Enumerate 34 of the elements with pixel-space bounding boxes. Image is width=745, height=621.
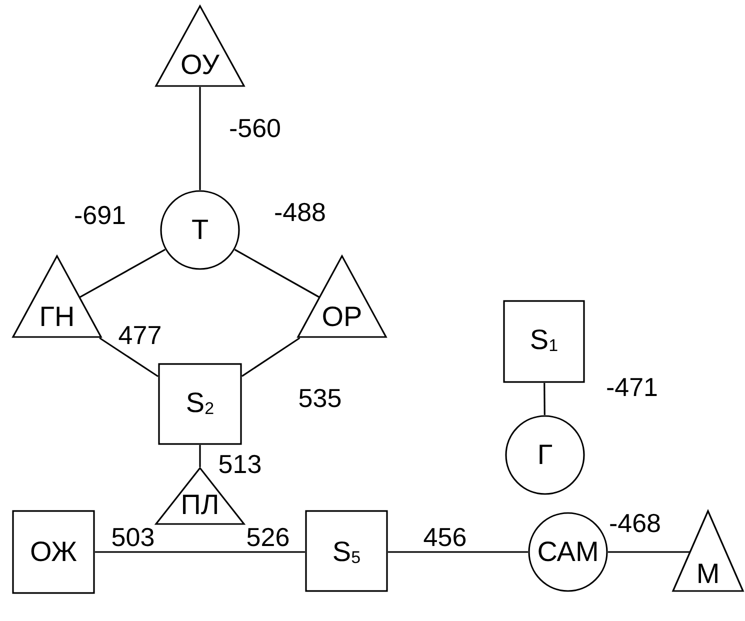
- triangle-node: [12, 255, 102, 338]
- connector-line: [200, 551, 305, 553]
- node-label: ПЛ: [180, 489, 220, 521]
- connector-line: [199, 445, 201, 467]
- circle-node: [160, 190, 240, 270]
- triangle-node: [297, 255, 387, 338]
- square-node: [158, 363, 242, 445]
- node-label: САМ: [536, 536, 600, 568]
- connector-line: [242, 337, 300, 377]
- connector-line: [99, 337, 158, 378]
- square-node: [12, 510, 95, 594]
- node-label: S$_{5}$: [331, 536, 362, 569]
- node-label: Т: [190, 214, 210, 246]
- circle-node: [505, 415, 585, 495]
- node-label: ОР: [320, 301, 364, 333]
- node-label: S$_{1}$: [528, 324, 560, 357]
- triangle-node: [672, 510, 744, 592]
- connector-line: [544, 383, 546, 415]
- connector-line: [388, 551, 528, 553]
- circle-node: [528, 512, 608, 592]
- node-label: Г: [536, 439, 554, 471]
- connector-line: [80, 248, 166, 298]
- connector-line: [95, 551, 200, 553]
- connector-line: [199, 87, 201, 190]
- square-node: [305, 510, 388, 592]
- node-label: ГН: [38, 301, 76, 333]
- node-label: М: [695, 558, 721, 590]
- connector-line: [608, 551, 690, 553]
- node-label: ОЖ: [28, 536, 78, 568]
- triangle-node: [155, 5, 245, 87]
- node-label: ОУ: [180, 49, 220, 81]
- square-node: [503, 300, 585, 383]
- connector-line: [234, 248, 320, 298]
- node-label: S$_{2}$: [184, 387, 216, 420]
